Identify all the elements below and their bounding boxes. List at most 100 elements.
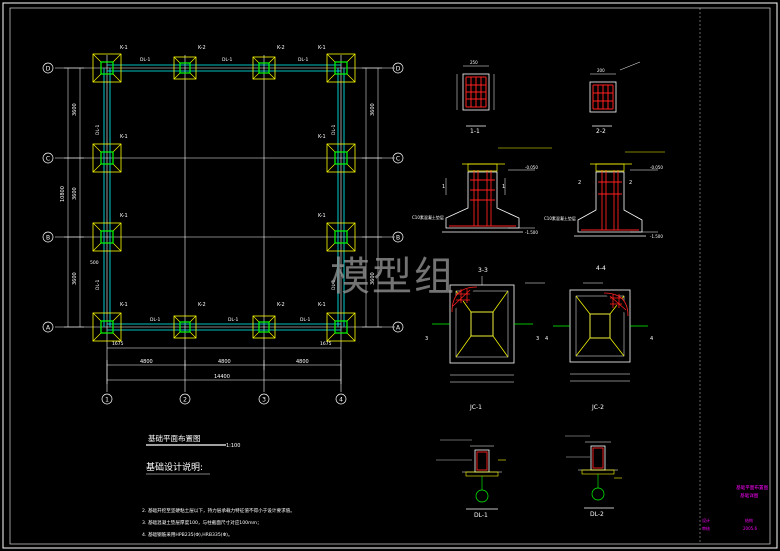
footing-tag-A2: K-2 <box>198 302 206 308</box>
section-3-3-title: 3-3 <box>478 267 488 274</box>
footing-tag-B4: K-1 <box>318 213 326 219</box>
footing <box>173 315 197 339</box>
sub-dim-left: 1675 <box>112 341 124 347</box>
jc1-cut-right: 3 <box>536 336 539 342</box>
title-block-field-c: 结构 <box>745 517 753 523</box>
foundation-beams <box>103 64 345 331</box>
footing-jc-2-title: JC-2 <box>591 404 604 411</box>
axis-label-D: D <box>46 66 51 73</box>
bay-dim-2: 4800 <box>218 359 231 365</box>
row-dim-1: 3600 <box>72 103 78 116</box>
footing-tag-C4: K-1 <box>318 134 326 140</box>
footing-plan-jc-2 <box>553 282 648 382</box>
axis-label-2: 2 <box>183 397 187 404</box>
axis-label-A: A <box>46 325 51 332</box>
section-1-1 <box>456 65 495 127</box>
title-block-name-1: 基础平面布置图 <box>736 484 769 491</box>
section-2-2-title: 2-2 <box>596 128 606 135</box>
foundation-plan: 3600 3600 3600 10800 3600 3600 4800 4800… <box>42 45 404 405</box>
beam-tag-right-1: DL-1 <box>331 124 337 135</box>
footing <box>252 56 276 80</box>
watermark: 模型组 <box>330 254 456 300</box>
axis-label-4: 4 <box>339 397 343 404</box>
note-line-3: 3. 基础混凝土垫层厚度100，与柱截面尺寸对应100mm； <box>142 519 262 526</box>
left-dimensions <box>64 67 84 328</box>
section-4-4-title: 4-4 <box>596 265 606 272</box>
footing-jc-1-title: JC-1 <box>469 404 482 411</box>
axis-label-1: 1 <box>105 397 109 404</box>
fe2-cover-note: C10素混凝土垫层 <box>544 215 576 221</box>
footing <box>252 315 276 339</box>
axis-label-C: C <box>46 156 50 163</box>
col-axis-bubbles <box>101 393 347 405</box>
section-1-1-title: 1-1 <box>470 128 480 135</box>
footing <box>326 222 356 252</box>
beam-tag-bot-1: DL-1 <box>150 317 161 323</box>
total-dim: 14400 <box>214 374 230 380</box>
axis-label-B-right: B <box>396 235 400 242</box>
beam-tag-left-2: DL-1 <box>95 279 101 290</box>
footing-tag-B1: K-1 <box>120 213 128 219</box>
footing <box>326 143 356 173</box>
notes-heading: 基础设计说明: <box>146 461 203 473</box>
beam-dl-2-title: DL-2 <box>590 511 604 518</box>
beam-tag-top-3: DL-1 <box>298 57 309 63</box>
beam-section-dl-1 <box>436 439 506 510</box>
fe1-elev-top: -0.050 <box>525 165 538 170</box>
row-dim-right-3: 3600 <box>370 272 376 285</box>
axis-label-C-right: C <box>396 156 400 163</box>
row-dim-2: 3600 <box>72 187 78 200</box>
fe2-cut-label-left: 2 <box>578 180 581 186</box>
bottom-dimensions <box>106 347 342 384</box>
footing <box>92 222 122 252</box>
title-block-name-2: 基础详图 <box>740 492 759 499</box>
section-2-2 <box>589 61 641 127</box>
fe1-cut-label-left: 1 <box>442 184 445 190</box>
beam-dl-1-title: DL-1 <box>474 512 488 519</box>
footing-tag-D3: K-2 <box>277 45 285 51</box>
beam-tag-bot-3: DL-1 <box>300 317 311 323</box>
beam-tag-left-1: DL-1 <box>95 124 101 135</box>
beam-section-dl-2 <box>565 435 622 509</box>
fe1-cut-label-right: 1 <box>502 184 505 190</box>
title-block-field-a: 设计 <box>702 517 710 523</box>
fe1-elev-bottom: -1.500 <box>525 230 538 235</box>
footing-tag-A4: K-1 <box>318 302 326 308</box>
footing-elevation-1 <box>442 147 552 233</box>
footing <box>92 143 122 173</box>
jc2-cut-right: 4 <box>650 336 653 342</box>
beam-tag-right-2: DL-1 <box>331 279 337 290</box>
sec11-dim: 250 <box>470 60 478 65</box>
row-dim-3: 3600 <box>72 272 78 285</box>
sec22-dim: 200 <box>597 68 605 73</box>
footings <box>92 53 356 342</box>
fe2-elev-bottom: -1.500 <box>650 234 663 239</box>
title-block-field-d: 2005.6 <box>743 526 757 531</box>
footing <box>326 312 356 342</box>
note-line-4: 4. 基础钢筋采用HPB235(Φ),HRB335(Φ)。 <box>142 531 233 538</box>
footing-tag-A3: K-2 <box>277 302 285 308</box>
beam-tag-bot-2: DL-1 <box>228 317 239 323</box>
plan-title: 基础平面布置图 <box>148 433 201 443</box>
total-row-dim: 10800 <box>60 186 66 202</box>
fe2-elev-top: -0.050 <box>650 165 663 170</box>
footing-tag-D1: K-1 <box>120 45 128 51</box>
bay-dim-3: 4800 <box>296 359 309 365</box>
inner-frame <box>9 7 771 545</box>
footing <box>173 56 197 80</box>
footing <box>92 312 122 342</box>
row-axis-bubbles <box>42 62 404 333</box>
title-block-field-b: 审核 <box>702 525 710 531</box>
fe2-cut-label-right: 2 <box>629 180 632 186</box>
footing-plan-jc-1 <box>432 276 545 383</box>
beam-tag-top-2: DL-1 <box>222 57 233 63</box>
footing-tag-A1: K-1 <box>120 302 128 308</box>
right-dimensions <box>362 67 382 328</box>
small-dim: 500 <box>90 260 99 266</box>
sub-dim-right: 1675 <box>320 341 332 347</box>
axis-label-A-right: A <box>396 325 401 332</box>
jc1-cut-left: 3 <box>425 336 428 342</box>
